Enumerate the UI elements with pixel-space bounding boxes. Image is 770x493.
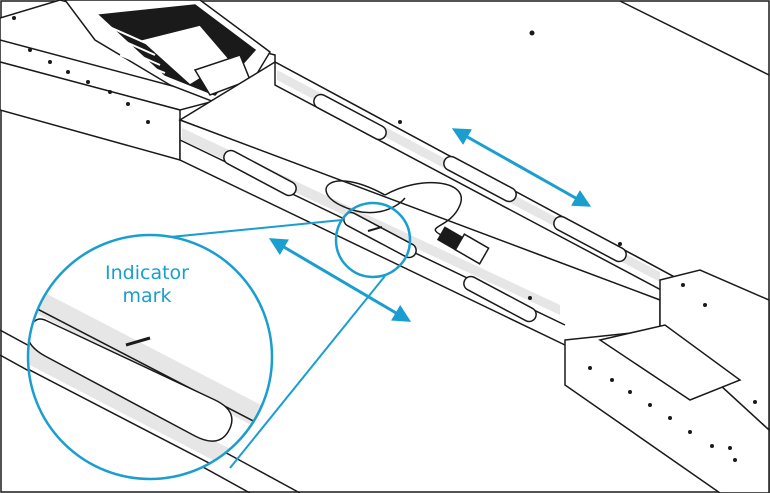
right-outer-rail	[564, 269, 770, 493]
control-box-fins	[104, 24, 166, 74]
indicator-mark-small	[367, 226, 383, 232]
control-box	[64, 0, 271, 111]
magnifier-content	[28, 280, 272, 479]
extension-arrow-upper	[451, 128, 592, 207]
tabletop-dots	[398, 30, 622, 300]
indicator-mark-label: Indicator mark	[92, 262, 202, 308]
indicator-mark-label-line1: Indicator	[105, 262, 189, 284]
right-rail-holes	[588, 283, 757, 462]
indicator-mark-label-line2: mark	[122, 285, 172, 307]
cable-connector	[436, 226, 490, 265]
extension-arrow-lower	[268, 238, 412, 322]
magnifier-circle	[26, 233, 274, 481]
